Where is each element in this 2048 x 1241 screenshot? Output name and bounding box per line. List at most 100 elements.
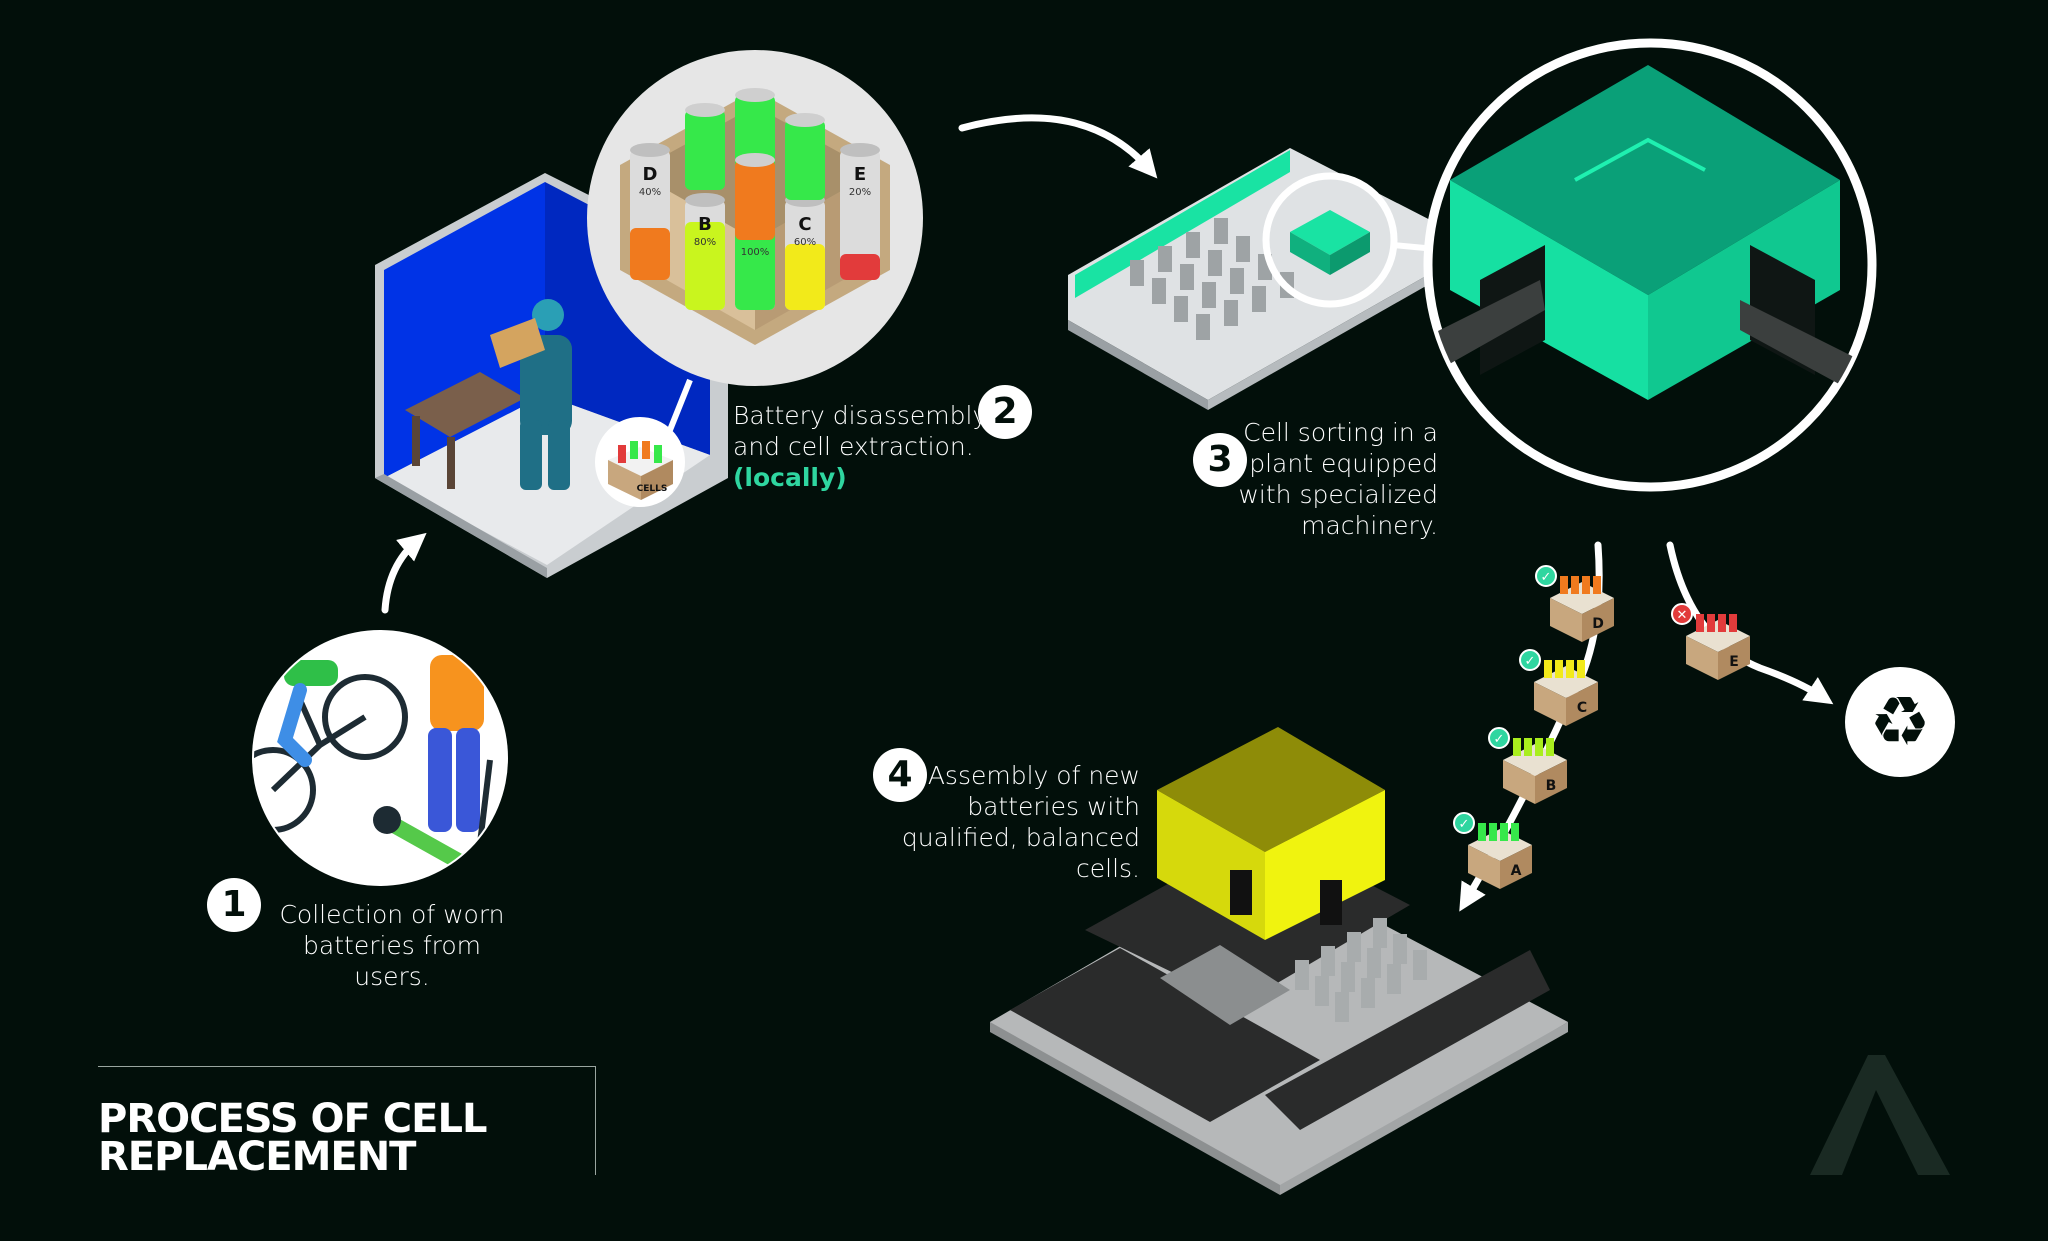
title-line-2: REPLACEMENT [98,1134,416,1180]
step-4-line-1: Assembly of new [927,761,1140,790]
step-4-line-4: cells. [1076,854,1140,883]
check-icon: ✓ [1488,727,1510,749]
sorted-box-b: B✓ [1488,727,1567,804]
rack [1252,286,1266,312]
cell-charge: 60% [794,237,816,248]
step-4-line-3: qualified, balanced [901,823,1140,852]
cell-letter: D [643,164,658,185]
sorted-box-e: E✕ [1671,603,1750,680]
cell-e: E 20% [840,143,880,280]
rack [1393,934,1407,964]
assembly-racks [1295,918,1427,1022]
rack [1174,296,1188,322]
rack [1387,964,1401,994]
rack [1202,282,1216,308]
rack [1341,962,1355,992]
step-2-highlight: (locally) [733,463,847,492]
cell-charge: 20% [849,187,871,198]
step-1-badge: 1 [207,878,261,932]
rack [1373,918,1387,948]
title-frame [98,1066,596,1175]
rack [1335,992,1349,1022]
step-2-badge: 2 [978,385,1032,439]
cell-d: D 40% [630,143,670,280]
arrow-1-to-2 [381,532,427,614]
users-illustration [252,630,508,886]
sorting-plant [1068,148,1440,410]
step-1-line-2: batteries from users. [303,931,481,991]
rack [1295,960,1309,990]
step-2-line-1: Battery disassembly [733,401,988,430]
cell-letter: B [698,214,712,235]
page-title: PROCESS OF CELL REPLACEMENT [98,1096,487,1180]
svg-text:✕: ✕ [1677,608,1688,623]
sorted-box-d: D✓ [1535,565,1614,642]
step-1-label: Collection of worn batteries from users. [262,899,522,992]
cell-letter: C [798,214,811,235]
rack [1367,948,1381,978]
check-icon: ✓ [1519,649,1541,671]
cell-letter: E [854,164,866,185]
svg-text:✓: ✓ [1525,654,1536,669]
check-icon: ✓ [1535,565,1557,587]
step-3-line-4: machinery. [1301,511,1438,540]
rack [1130,260,1144,286]
svg-text:♻: ♻ [1870,683,1931,762]
assembly-plant [990,727,1568,1195]
rack [1361,978,1375,1008]
arrow-3-to-recycle [1666,541,1834,705]
check-icon: ✓ [1453,812,1475,834]
step-1-line-1: Collection of worn [279,900,505,929]
cell-c: C 60% [785,193,825,310]
cell-extra [685,103,725,190]
sorted-box-c: C✓ [1519,649,1598,726]
step-4-label: Assembly of new batteries with qualified… [880,760,1140,884]
sorted-cell-boxes: D✓C✓B✓A✓E✕ [1453,565,1750,889]
rack [1347,932,1361,962]
sorted-box-a: A✓ [1453,812,1532,889]
cell-b: B 80% [685,193,725,310]
rack [1158,246,1172,272]
rack [1180,264,1194,290]
rack [1208,250,1222,276]
cell-extra [785,113,825,200]
box-letter: A [1511,863,1522,879]
rack [1230,268,1244,294]
rack [1186,232,1200,258]
arrow-2-to-3 [958,114,1158,179]
rack [1236,236,1250,262]
cell-charge: 40% [639,187,661,198]
rack [1152,278,1166,304]
plant-racks [1130,218,1294,340]
cell-zoom-circle: D40%B80%A100%C60%E20% [587,50,923,386]
cells-box-callout: CELLS [595,378,693,507]
step-4-line-2: batteries with [967,792,1140,821]
cell-charge: 80% [694,237,716,248]
title-line-1: PROCESS OF CELL [98,1096,487,1142]
step-3-label: Cell sorting in a plant equipped with sp… [1214,417,1438,541]
rack [1224,300,1238,326]
step-2-line-2: and cell extraction. [733,432,974,461]
box-letter: E [1729,654,1739,670]
zoom-cells: D40%B80%A100%C60%E20% [630,88,880,310]
logo-chevron [1810,1055,1950,1175]
step-3-badge: 3 [1193,433,1247,487]
rack [1321,946,1335,976]
rack [1315,976,1329,1006]
cells-box-label: CELLS [637,484,668,494]
reject-icon: ✕ [1671,603,1693,625]
step-3-line-3: with specialized [1238,480,1438,509]
step-4-badge: 4 [873,748,927,802]
step-3-line-2: plant equipped [1249,449,1438,478]
cell-extra [735,153,775,240]
box-letter: C [1577,700,1587,716]
cell-charge: 100% [741,247,770,258]
svg-text:✓: ✓ [1494,732,1505,747]
box-letter: D [1592,616,1604,632]
step-2-label: Battery disassembly and cell extraction.… [733,400,993,493]
rack [1413,950,1427,980]
box-letter: B [1546,778,1557,794]
sorting-machine-zoom [1423,38,1877,492]
rack [1214,218,1228,244]
